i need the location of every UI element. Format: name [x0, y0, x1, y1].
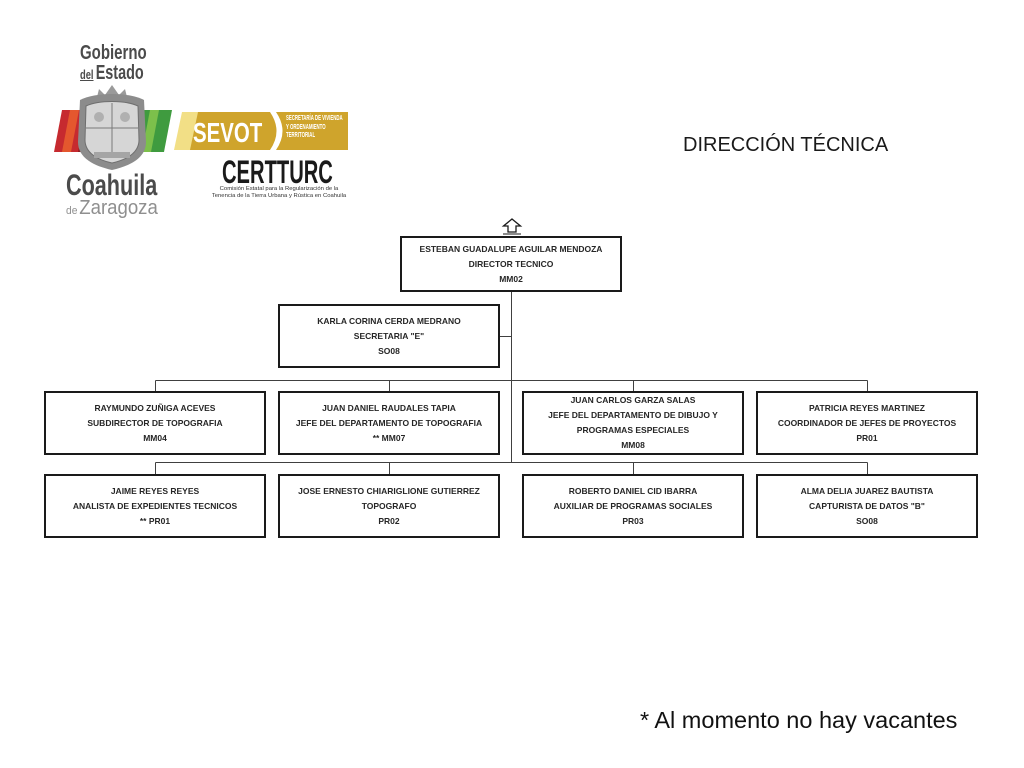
position-code: MM02	[499, 273, 523, 284]
sevot-gold-band	[190, 112, 348, 150]
sevot-subtitle: SECRETARÍA DE VIVIENDA Y ORDENAMIENTO TE…	[286, 115, 343, 141]
org-card-analista-expedientes: JAIME REYES REYES ANALISTA DE EXPEDIENTE…	[44, 474, 266, 538]
sevot-subtitle-line: TERRITORIAL	[286, 132, 316, 139]
position-code: PR02	[378, 515, 400, 526]
employee-name: JUAN CARLOS GARZA SALAS	[570, 395, 696, 405]
gobierno-text: Gobierno	[80, 42, 147, 64]
state-seal-icon	[78, 85, 146, 170]
certturc-subtitle: Comisión Estatal para la Regularización …	[208, 186, 351, 199]
employee-name: ESTEBAN GUADALUPE AGUILAR MENDOZA	[419, 243, 603, 254]
position-code: MM04	[143, 432, 167, 443]
position-title: JEFE DEL DEPARTAMENTO DE DIBUJO Y PROGRA…	[548, 410, 718, 435]
certturc-wordmark: CERTTURC	[222, 154, 333, 190]
employee-name: ROBERTO DANIEL CID IBARRA	[568, 485, 698, 496]
position-code: ** PR01	[139, 515, 171, 526]
coahuila-text: Coahuila	[66, 169, 158, 202]
org-card-director: ESTEBAN GUADALUPE AGUILAR MENDOZA DIRECT…	[400, 236, 622, 292]
footnote: * Al momento no hay vacantes	[640, 707, 958, 733]
employee-name: KARLA CORINA CERDA MEDRANO	[317, 315, 461, 326]
position-code: SO08	[378, 345, 400, 356]
org-card-secretary: KARLA CORINA CERDA MEDRANO SECRETARIA "E…	[278, 304, 500, 368]
position-title: SUBDIRECTOR DE TOPOGRAFIA	[87, 417, 223, 428]
position-title: ANALISTA DE EXPEDIENTES TECNICOS	[72, 500, 238, 511]
del-estado-text: del Estado	[80, 62, 144, 86]
del-text: del	[80, 67, 94, 82]
org-card-capturista-datos: ALMA DELIA JUAREZ BAUTISTA CAPTURISTA DE…	[756, 474, 978, 538]
position-title: AUXILIAR DE PROGRAMAS SOCIALES	[553, 500, 713, 511]
position-title: JEFE DEL DEPARTAMENTO DE TOPOGRAFIA	[295, 417, 483, 428]
estado-text: Estado	[95, 62, 144, 84]
org-card-auxiliar-programas: ROBERTO DANIEL CID IBARRA AUXILIAR DE PR…	[522, 474, 744, 538]
employee-name: JUAN DANIEL RAUDALES TAPIA	[322, 402, 456, 413]
org-card-coordinador-proyectos: PATRICIA REYES MARTINEZ COORDINADOR DE J…	[756, 391, 978, 455]
position-code: PR01	[856, 432, 878, 443]
position-title: DIRECTOR TECNICO	[468, 258, 554, 269]
org-card-topografo: JOSE ERNESTO CHIARIGLIONE GUTIERREZ TOPO…	[278, 474, 500, 538]
de-zaragoza-text: de Zaragoza	[66, 197, 158, 222]
position-code: MM08	[621, 440, 645, 450]
org-card-jefe-dibujo: JUAN CARLOS GARZA SALAS JEFE DEL DEPARTA…	[522, 391, 744, 455]
logo-graphics	[54, 85, 348, 170]
zaragoza-text: Zaragoza	[79, 197, 158, 219]
employee-name: JAIME REYES REYES	[110, 485, 200, 496]
orange-stripe	[62, 110, 79, 152]
certturc-subtitle-line: Comisión Estatal para la Regularización …	[219, 186, 339, 192]
light-green-stripe	[142, 110, 159, 152]
up-arrow-icon	[501, 218, 523, 235]
org-card-jefe-topografia: JUAN DANIEL RAUDALES TAPIA JEFE DEL DEPA…	[278, 391, 500, 455]
employee-name: PATRICIA REYES MARTINEZ	[808, 402, 925, 413]
sevot-subtitle-line: Y ORDENAMIENTO	[286, 123, 326, 131]
sevot-divider	[270, 112, 283, 150]
page-title: DIRECCIÓN TÉCNICA	[683, 134, 889, 156]
position-code: SO08	[856, 515, 878, 526]
position-title: COORDINADOR DE JEFES DE PROYECTOS	[777, 417, 957, 428]
de-text: de	[66, 205, 78, 217]
org-card-subdirector-topografia: RAYMUNDO ZUÑIGA ACEVES SUBDIRECTOR DE TO…	[44, 391, 266, 455]
position-title: SECRETARIA "E"	[353, 330, 425, 341]
employee-name: ALMA DELIA JUAREZ BAUTISTA	[800, 485, 934, 496]
employee-name: RAYMUNDO ZUÑIGA ACEVES	[94, 402, 216, 413]
position-title: TOPOGRAFO	[361, 500, 417, 511]
certturc-subtitle-line: Tenencia de la Tierra Urbana y Rústica e…	[211, 192, 347, 199]
position-code: PR03	[622, 515, 644, 526]
sevot-wordmark: SEVOT	[193, 117, 263, 148]
sevot-subtitle-line: SECRETARÍA DE VIVIENDA	[286, 115, 343, 122]
employee-name: JOSE ERNESTO CHIARIGLIONE GUTIERREZ	[298, 485, 480, 496]
position-title: CAPTURISTA DE DATOS "B"	[809, 500, 925, 511]
position-code: ** MM07	[372, 432, 406, 443]
